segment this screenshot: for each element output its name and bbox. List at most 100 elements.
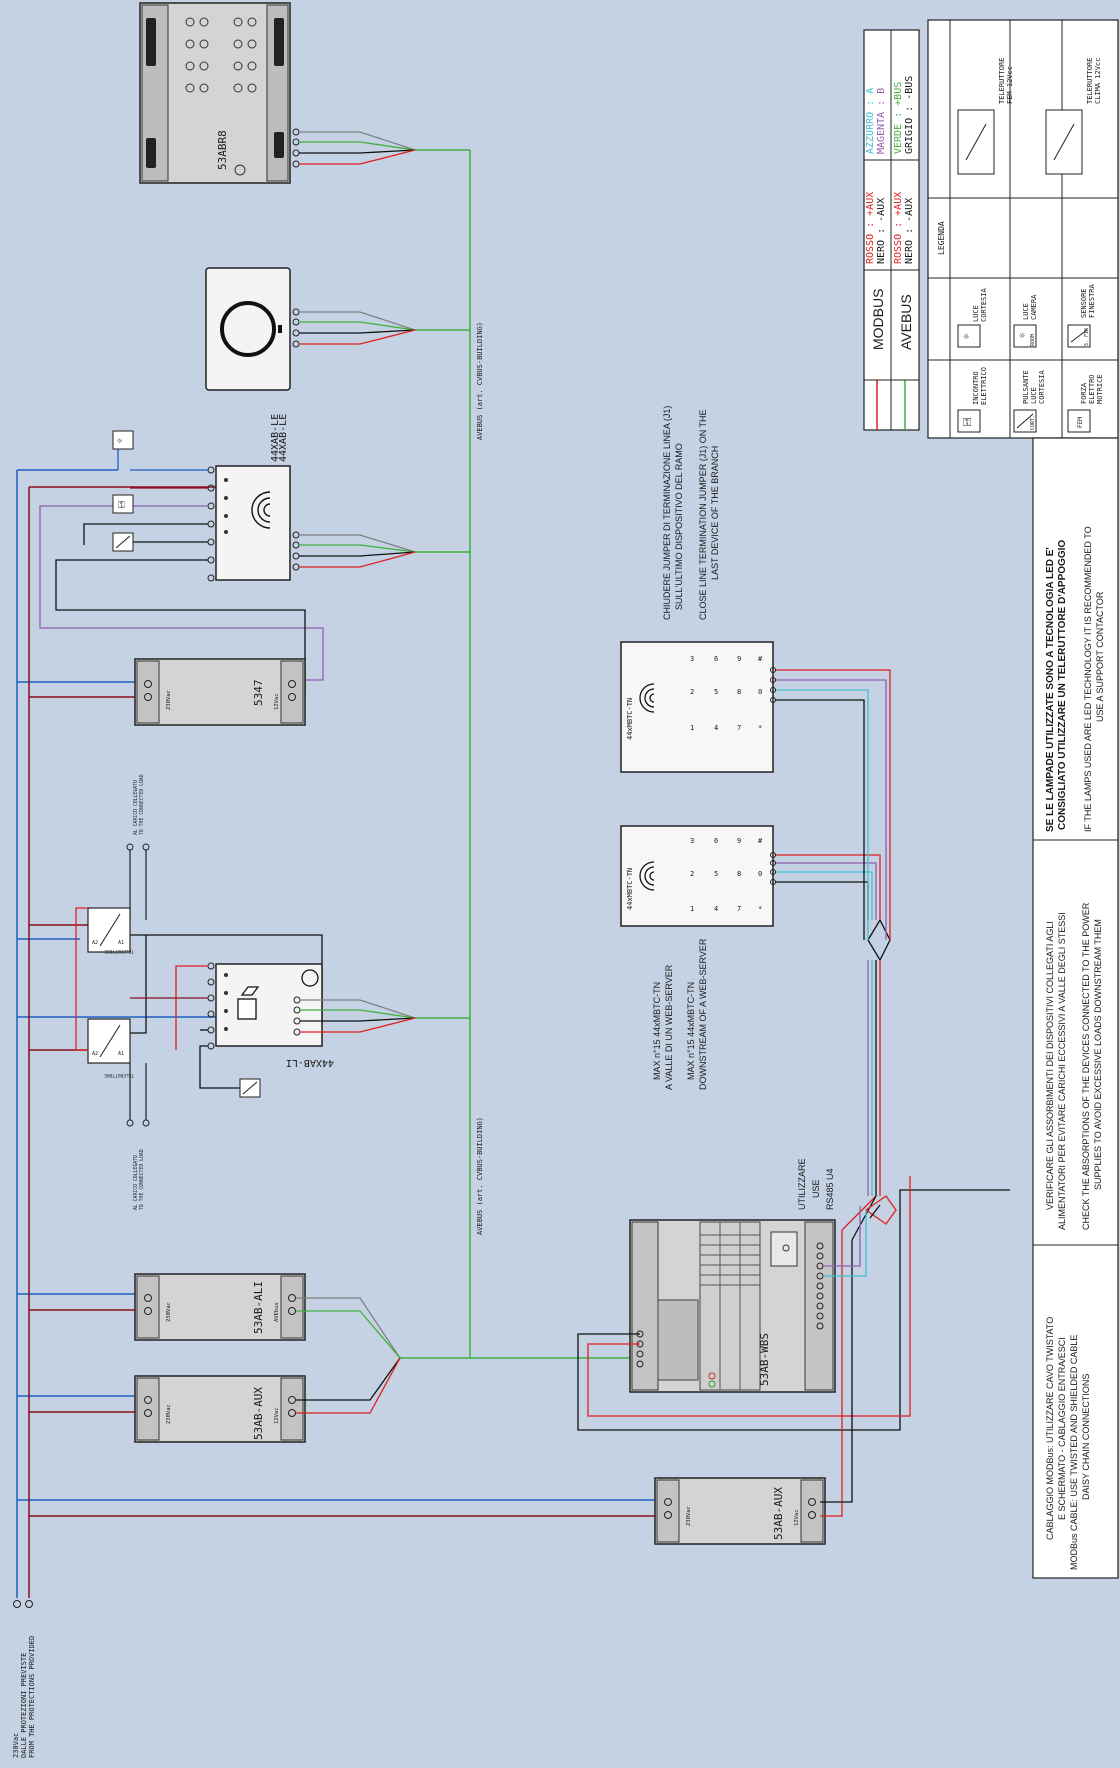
label-5347-12vac: 12Vac: [274, 693, 280, 710]
legend-code-room: ROOM: [1030, 334, 1036, 346]
label-5347: 5347: [252, 680, 265, 707]
legend-tel-clima-1: TELERUTTORE: [1086, 58, 1094, 104]
legend-sensore-2: FINESTRA: [1088, 283, 1096, 318]
svg-text:7: 7: [737, 905, 741, 913]
note-led-en-1: IF THE LAMPS USED ARE LED TECHNOLOGY IT …: [1083, 526, 1093, 832]
svg-text:4: 4: [714, 724, 718, 732]
contactor-2-a1: A1: [118, 1051, 124, 1057]
label-53abr8: 53ABR8: [216, 130, 229, 170]
note-jumper-it-2: SULL'ULTIMO DISPOSITIVO DEL RAMO: [674, 443, 684, 610]
note-led-it-2: CONSIGLIATO UTILIZZARE UN TELERUTTORE D'…: [1057, 540, 1068, 830]
label-keypad-1: 44xMBTC-TN: [626, 698, 634, 740]
svg-text:1: 1: [690, 905, 694, 913]
svg-text:#: #: [758, 837, 763, 845]
legend-tel-fem-1: TELERUTTORE: [998, 58, 1006, 104]
device-53ab-aux-1: 53AB-AUX 230Vac 12Vac: [134, 1357, 401, 1443]
legend-avebus-row-1: ROSSO : +AUX: [893, 192, 904, 264]
device-53abr8: 53ABR8: [139, 2, 416, 184]
loads-bottom-1: AL CARICO COLLEGATO: [133, 1155, 139, 1210]
label-ali-230vac: 230Vac: [166, 1302, 172, 1322]
label-53ab-aux-1: 53AB-AUX: [252, 1387, 265, 1440]
svg-text:☼: ☼: [117, 437, 123, 447]
note-max-it-1: MAX n°15 44xMBTC-TN: [652, 982, 662, 1080]
svg-text:5: 5: [714, 688, 718, 696]
legend-code-fem: FEM: [1077, 417, 1084, 428]
legend-modbus-row-4: MAGENTA : B: [876, 88, 887, 154]
loads-bottom-2: TO THE CONNECTED LOAD: [139, 1149, 145, 1210]
svg-text:9: 9: [737, 837, 741, 845]
note-max: MAX n°15 44xMBTC-TN A VALLE DI UN WEB-SE…: [652, 938, 708, 1090]
svg-text:0: 0: [758, 688, 762, 696]
legend-code-fin: S. FIN: [1084, 328, 1090, 346]
svg-text:6: 6: [714, 837, 718, 845]
note-abs-it-2: ALIMENTATORI PER EVITARE CARICHI ECCESSI…: [1057, 912, 1067, 1230]
label-keypad-2: 44xMBTC-TN: [626, 868, 634, 910]
legend-luce-cortesia-2: CORTESIA: [980, 287, 988, 322]
svg-text:☼: ☼: [1019, 331, 1026, 342]
loads-top-2: TO THE CONNECTED LOAD: [139, 774, 145, 835]
label-aux2-12vac: 12Vac: [794, 1509, 800, 1526]
label-aux1-230vac: 230Vac: [166, 1404, 172, 1424]
legend-luce-camera-1: LUCE: [1022, 303, 1030, 320]
notes-box: SE LE LAMPADE UTILIZZATE SONO A TECNOLOG…: [1032, 437, 1119, 1579]
svg-text:*: *: [758, 905, 762, 913]
note-led-en-2: USE A SUPPORT CONTACTOR: [1095, 591, 1105, 722]
legend-avebus-row-3: VERDE : +BUS: [893, 82, 904, 154]
label-aux1-12vac: 12Vac: [274, 1407, 280, 1424]
legend-modbus-row-2: NERO : -AUX: [876, 198, 887, 264]
note-cab-it-2: E SCHERMATO - CABLAGGIO ENTRA/ESCI: [1057, 1337, 1067, 1520]
mains-line1: 230Vac: [12, 1733, 20, 1758]
device-thermostat: [205, 267, 416, 391]
device-44xab-li: 44XAB-LI: [130, 962, 416, 1098]
note-led-it-1: SE LE LAMPADE UTILIZZATE SONO A TECNOLOG…: [1045, 547, 1056, 832]
note-cab-en-1: MODBus CABLE: USE TWISTED AND SHIELDED C…: [1069, 1335, 1079, 1570]
svg-text:⚿: ⚿: [963, 416, 971, 429]
svg-text:7: 7: [737, 724, 741, 732]
mains-label: 230Vac DALLE PROTEZIONI PREVISTE FROM TH…: [12, 1636, 36, 1758]
note-jumper-en-2: LAST DEVICE OF THE BRANCH: [710, 446, 720, 580]
contactor-1-label: TELERUTTORE: [104, 948, 134, 954]
label-53ab-ali: 53AB-ALI: [252, 1281, 265, 1334]
legend-modbus-row-1: ROSSO : +AUX: [865, 192, 876, 264]
label-44xab-le: 44XAB-LE: [270, 414, 281, 462]
device-5347: 5347 230Vac 12Vac: [134, 658, 306, 726]
svg-text:2: 2: [690, 870, 694, 878]
legend-pulsante-3: CORTESIA: [1038, 369, 1046, 404]
legend-tel-fem-2: FEM 12Vcc: [1006, 66, 1014, 104]
contactor-group: AL CARICO COLLEGATO TO THE CONNECTED LOA…: [75, 774, 323, 1210]
note-abs-en-1: CHECK THE ABSORPTIONS OF THE DEVICES CON…: [1081, 902, 1091, 1230]
note-abs-en-2: SUPPLIES TO AVOID EXCESSIVE LOADS DOWNST…: [1093, 919, 1103, 1190]
label-53ab-wbs: 53AB-WBS: [758, 1333, 771, 1386]
note-use: UTILIZZARE USE RS485 U4: [797, 1158, 835, 1210]
legend-sensore-1: SENSORE: [1080, 288, 1088, 318]
note-max-it-2: A VALLE DI UN WEB-SERVER: [664, 964, 674, 1090]
note-cab-it-1: CABLAGGIO MODBus: UTILIZZARE CAVO TWISTA…: [1045, 1317, 1055, 1540]
legend-modbus-row-3: AZZURRO : A: [865, 88, 876, 154]
svg-text:9: 9: [737, 655, 741, 663]
legend-avebus: AVEBUS: [898, 294, 914, 350]
legend-avebus-row-2: NERO : -AUX: [904, 198, 915, 264]
mains-line3: FROM THE PROTECTIONS PROVIDED: [28, 1636, 36, 1758]
note-cab-en-2: DAISY CHAIN CONNECTIONS: [1081, 1374, 1091, 1500]
note-jumper: CHIUDERE JUMPER DI TERMINAZIONE LINEA (J…: [662, 406, 720, 620]
note-use-3: RS485 U4: [825, 1168, 835, 1210]
legend-luce-cortesia-1: LUCE: [972, 305, 980, 322]
label-53ab-aux-2: 53AB-AUX: [772, 1487, 785, 1540]
svg-text:2: 2: [690, 688, 694, 696]
device-53ab-ali: 53AB-ALI 230Vac AVEbus: [134, 1273, 401, 1359]
legend-fem-1: FORZA: [1080, 382, 1088, 404]
note-jumper-it-1: CHIUDERE JUMPER DI TERMINAZIONE LINEA (J…: [662, 406, 672, 620]
label-44xab-le-2: 44XAB-LE: [278, 414, 289, 462]
loads-top-1: AL CARICO COLLEGATO: [133, 780, 139, 835]
label-aux2-230vac: 230Vac: [686, 1506, 692, 1526]
mains-lines: [13, 469, 660, 1608]
svg-text:*: *: [758, 724, 762, 732]
legend-luce-camera-2: CAMERA: [1030, 294, 1038, 320]
label-44xab-li: 44XAB-LI: [286, 1057, 334, 1068]
note-use-2: USE: [811, 1179, 821, 1198]
svg-text:8: 8: [737, 688, 741, 696]
avebus-backbone: [400, 149, 640, 1359]
